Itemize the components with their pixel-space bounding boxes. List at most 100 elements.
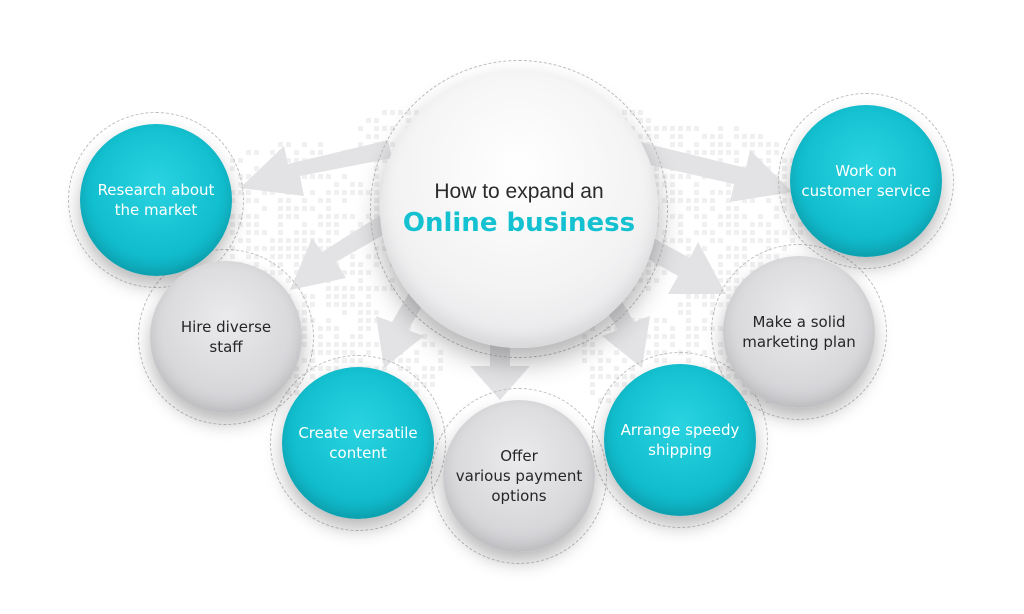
map-dot [670, 142, 675, 147]
map-dot [670, 342, 675, 347]
map-dot [438, 366, 443, 371]
node-label: Create versatile content [298, 424, 418, 462]
map-dot [718, 214, 723, 219]
map-dot [734, 230, 739, 235]
map-dot [598, 350, 603, 355]
map-dot [326, 190, 331, 195]
map-dot [638, 118, 643, 123]
map-dot [318, 214, 323, 219]
map-dot [726, 222, 731, 227]
map-dot [334, 214, 339, 219]
map-dot [366, 270, 371, 275]
map-dot [318, 198, 323, 203]
map-dot [670, 326, 675, 331]
map-dot [766, 230, 771, 235]
map-dot [430, 366, 435, 371]
map-dot [318, 350, 323, 355]
node-content: Create versatile content [282, 367, 434, 519]
map-dot [622, 358, 627, 363]
map-dot [350, 286, 355, 291]
map-dot [374, 126, 379, 131]
map-dot [710, 206, 715, 211]
map-dot [774, 142, 779, 147]
map-dot [750, 142, 755, 147]
map-dot [246, 190, 251, 195]
map-dot [718, 134, 723, 139]
map-dot [774, 150, 779, 155]
map-dot [710, 198, 715, 203]
map-dot [422, 342, 427, 347]
map-dot [702, 230, 707, 235]
map-dot [790, 230, 795, 235]
map-dot [366, 118, 371, 123]
map-dot [342, 342, 347, 347]
map-dot [734, 158, 739, 163]
map-dot [766, 150, 771, 155]
map-dot [726, 150, 731, 155]
map-dot [342, 190, 347, 195]
map-dot [726, 214, 731, 219]
map-dot [326, 206, 331, 211]
title-line-2: Online business [402, 208, 636, 238]
node-label: Make a solid marketing plan [742, 313, 856, 351]
map-dot [766, 238, 771, 243]
map-dot [726, 254, 731, 259]
map-dot [278, 214, 283, 219]
map-dot [678, 174, 683, 179]
map-dot [286, 158, 291, 163]
map-dot [694, 326, 699, 331]
map-dot [374, 118, 379, 123]
map-dot [350, 342, 355, 347]
map-dot [254, 198, 259, 203]
map-dot [350, 190, 355, 195]
map-dot [614, 350, 619, 355]
map-dot [318, 238, 323, 243]
ring-hire [138, 249, 314, 425]
map-dot [606, 358, 611, 363]
map-dot [374, 342, 379, 347]
map-dot [790, 238, 795, 243]
map-dot [702, 350, 707, 355]
map-dot [366, 134, 371, 139]
map-dot [246, 246, 251, 251]
map-dot [262, 246, 267, 251]
map-dot [238, 238, 243, 243]
node-payment: Offer various payment options [443, 400, 595, 552]
map-dot [718, 222, 723, 227]
map-dot [670, 214, 675, 219]
map-dot [286, 214, 291, 219]
map-dot [366, 318, 371, 323]
map-dot [654, 126, 659, 131]
map-dot [670, 182, 675, 187]
map-dot [694, 334, 699, 339]
map-dot [582, 350, 587, 355]
map-dot [726, 230, 731, 235]
map-dot [334, 326, 339, 331]
node-label: Work on customer service [801, 162, 931, 200]
map-dot [646, 286, 651, 291]
map-dot [710, 302, 715, 307]
map-dot [358, 126, 363, 131]
map-dot [270, 150, 275, 155]
title-block: How to expand an Online business [380, 70, 658, 348]
map-dot [302, 238, 307, 243]
map-dot [246, 198, 251, 203]
map-dot [654, 278, 659, 283]
map-dot [686, 150, 691, 155]
map-dot [278, 262, 283, 267]
map-dot [302, 222, 307, 227]
map-dot [350, 294, 355, 299]
map-dot [414, 350, 419, 355]
map-dot [710, 150, 715, 155]
map-dot [702, 214, 707, 219]
map-dot [686, 342, 691, 347]
map-dot [366, 286, 371, 291]
map-dot [278, 254, 283, 259]
map-dot [302, 198, 307, 203]
map-dot [654, 134, 659, 139]
map-dot [614, 374, 619, 379]
map-dot [686, 334, 691, 339]
map-dot [718, 150, 723, 155]
map-dot [430, 342, 435, 347]
